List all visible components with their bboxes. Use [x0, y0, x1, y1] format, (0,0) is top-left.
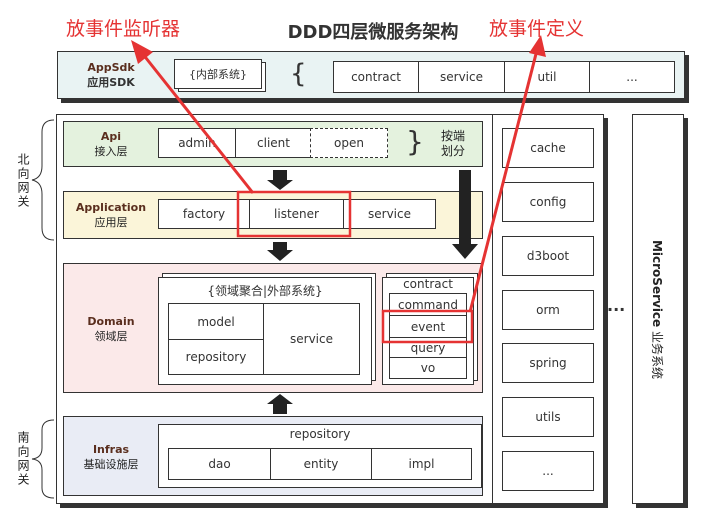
appsdk-label-en: AppSdk [87, 61, 135, 74]
listener-annotation: 放事件监听器 [66, 18, 181, 40]
event-highlight-box [381, 309, 474, 344]
api-label-cn: 接入层 [94, 145, 128, 158]
api-label-en: Api [100, 130, 122, 143]
internal-system-box: {内部系统} [174, 59, 262, 89]
domain-model-repo-box: model repository service [168, 303, 360, 375]
north-gateway-brace [31, 119, 55, 241]
infras-label-cn: 基础设施层 [83, 458, 139, 471]
application-label-cn: 应用层 [94, 216, 128, 229]
appsdk-item-util: util [537, 70, 557, 84]
appsdk-brace: { [290, 59, 307, 89]
appsdk-item-contract: contract [351, 70, 401, 84]
listener-annotation-arrowhead [131, 40, 153, 64]
application-label-en: Application [75, 201, 147, 214]
contract-item-vo: vo [420, 361, 436, 375]
application-item-listener: listener [274, 207, 319, 221]
domain-model: model [197, 314, 235, 329]
listener-highlight-box [236, 190, 352, 238]
api-item-admin: admin [178, 136, 216, 150]
listener-annotation-arrow-line [140, 52, 255, 194]
contract-item-command: command [398, 297, 458, 312]
application-item-service: service [368, 207, 411, 221]
microservice-ellipsis: ... [607, 296, 626, 315]
event-annotation: 放事件定义 [489, 18, 585, 40]
arrow-api-to-application [267, 170, 293, 190]
api-note: 按端 划分 [432, 126, 474, 162]
infras-item-entity: entity [303, 457, 339, 471]
diagram-title: DDD四层微服务架构 [287, 22, 459, 43]
api-label: Api 接入层 [70, 125, 152, 163]
common-item-orm: orm [502, 290, 594, 330]
domain-repository: repository [185, 350, 247, 364]
contract-item-query: query [410, 340, 446, 355]
domain-service: service [290, 332, 333, 346]
common-column-divider [492, 114, 493, 504]
infras-item-impl: impl [408, 457, 435, 471]
api-note-line1: 按端 [440, 129, 465, 143]
appsdk-label-cn: 应用SDK [87, 76, 135, 89]
infras-label: Infras 基础设施层 [68, 438, 154, 476]
south-gateway-text: 南向网关 [16, 431, 30, 487]
arrow-application-to-domain [267, 242, 293, 261]
appsdk-item-more: ... [626, 70, 638, 84]
appsdk-item-service: service [440, 70, 483, 84]
contract-item-event: event [410, 319, 446, 334]
domain-label-en: Domain [87, 315, 135, 328]
api-brace: } [406, 125, 424, 158]
api-note-line2: 划分 [440, 144, 465, 158]
north-gateway-label: 北向网关 [14, 145, 32, 217]
appsdk-label: AppSdk 应用SDK [66, 56, 156, 94]
infras-repository-title: repository [289, 427, 351, 441]
infras-items-box: dao entity impl [168, 448, 472, 480]
domain-label: Domain 领域层 [70, 310, 152, 348]
arrow-infras-to-domain [267, 394, 293, 414]
appsdk-items-box: contract service util ... [333, 61, 675, 93]
south-gateway-brace [31, 419, 55, 499]
infras-item-dao: dao [208, 457, 231, 471]
north-gateway-text: 北向网关 [16, 153, 30, 209]
common-item-cache: cache [502, 128, 594, 168]
event-annotation-arrowhead [529, 35, 546, 57]
arrow-api-side-to-domain [452, 170, 478, 259]
application-item-factory: factory [182, 207, 226, 221]
contract-title: contract [403, 277, 453, 291]
application-items-box: factory listener service [158, 199, 436, 229]
microservice-column [632, 114, 684, 504]
common-item-d3boot: d3boot [502, 236, 594, 276]
common-item-utils: utils [502, 397, 594, 437]
domain-group-title: {领域聚合|外部系统} [207, 283, 323, 298]
common-item-spring: spring [502, 343, 594, 383]
infras-label-en: Infras [92, 443, 130, 456]
api-item-open: open [310, 128, 388, 158]
common-item-config: config [502, 182, 594, 222]
common-item-more: ... [502, 451, 594, 491]
contract-items-box: command event query vo [389, 293, 467, 379]
application-label: Application 应用层 [70, 196, 152, 234]
api-item-client: client [257, 136, 290, 150]
south-gateway-label: 南向网关 [14, 424, 32, 494]
event-annotation-arrow-line [468, 49, 539, 313]
domain-label-cn: 领域层 [94, 330, 128, 343]
